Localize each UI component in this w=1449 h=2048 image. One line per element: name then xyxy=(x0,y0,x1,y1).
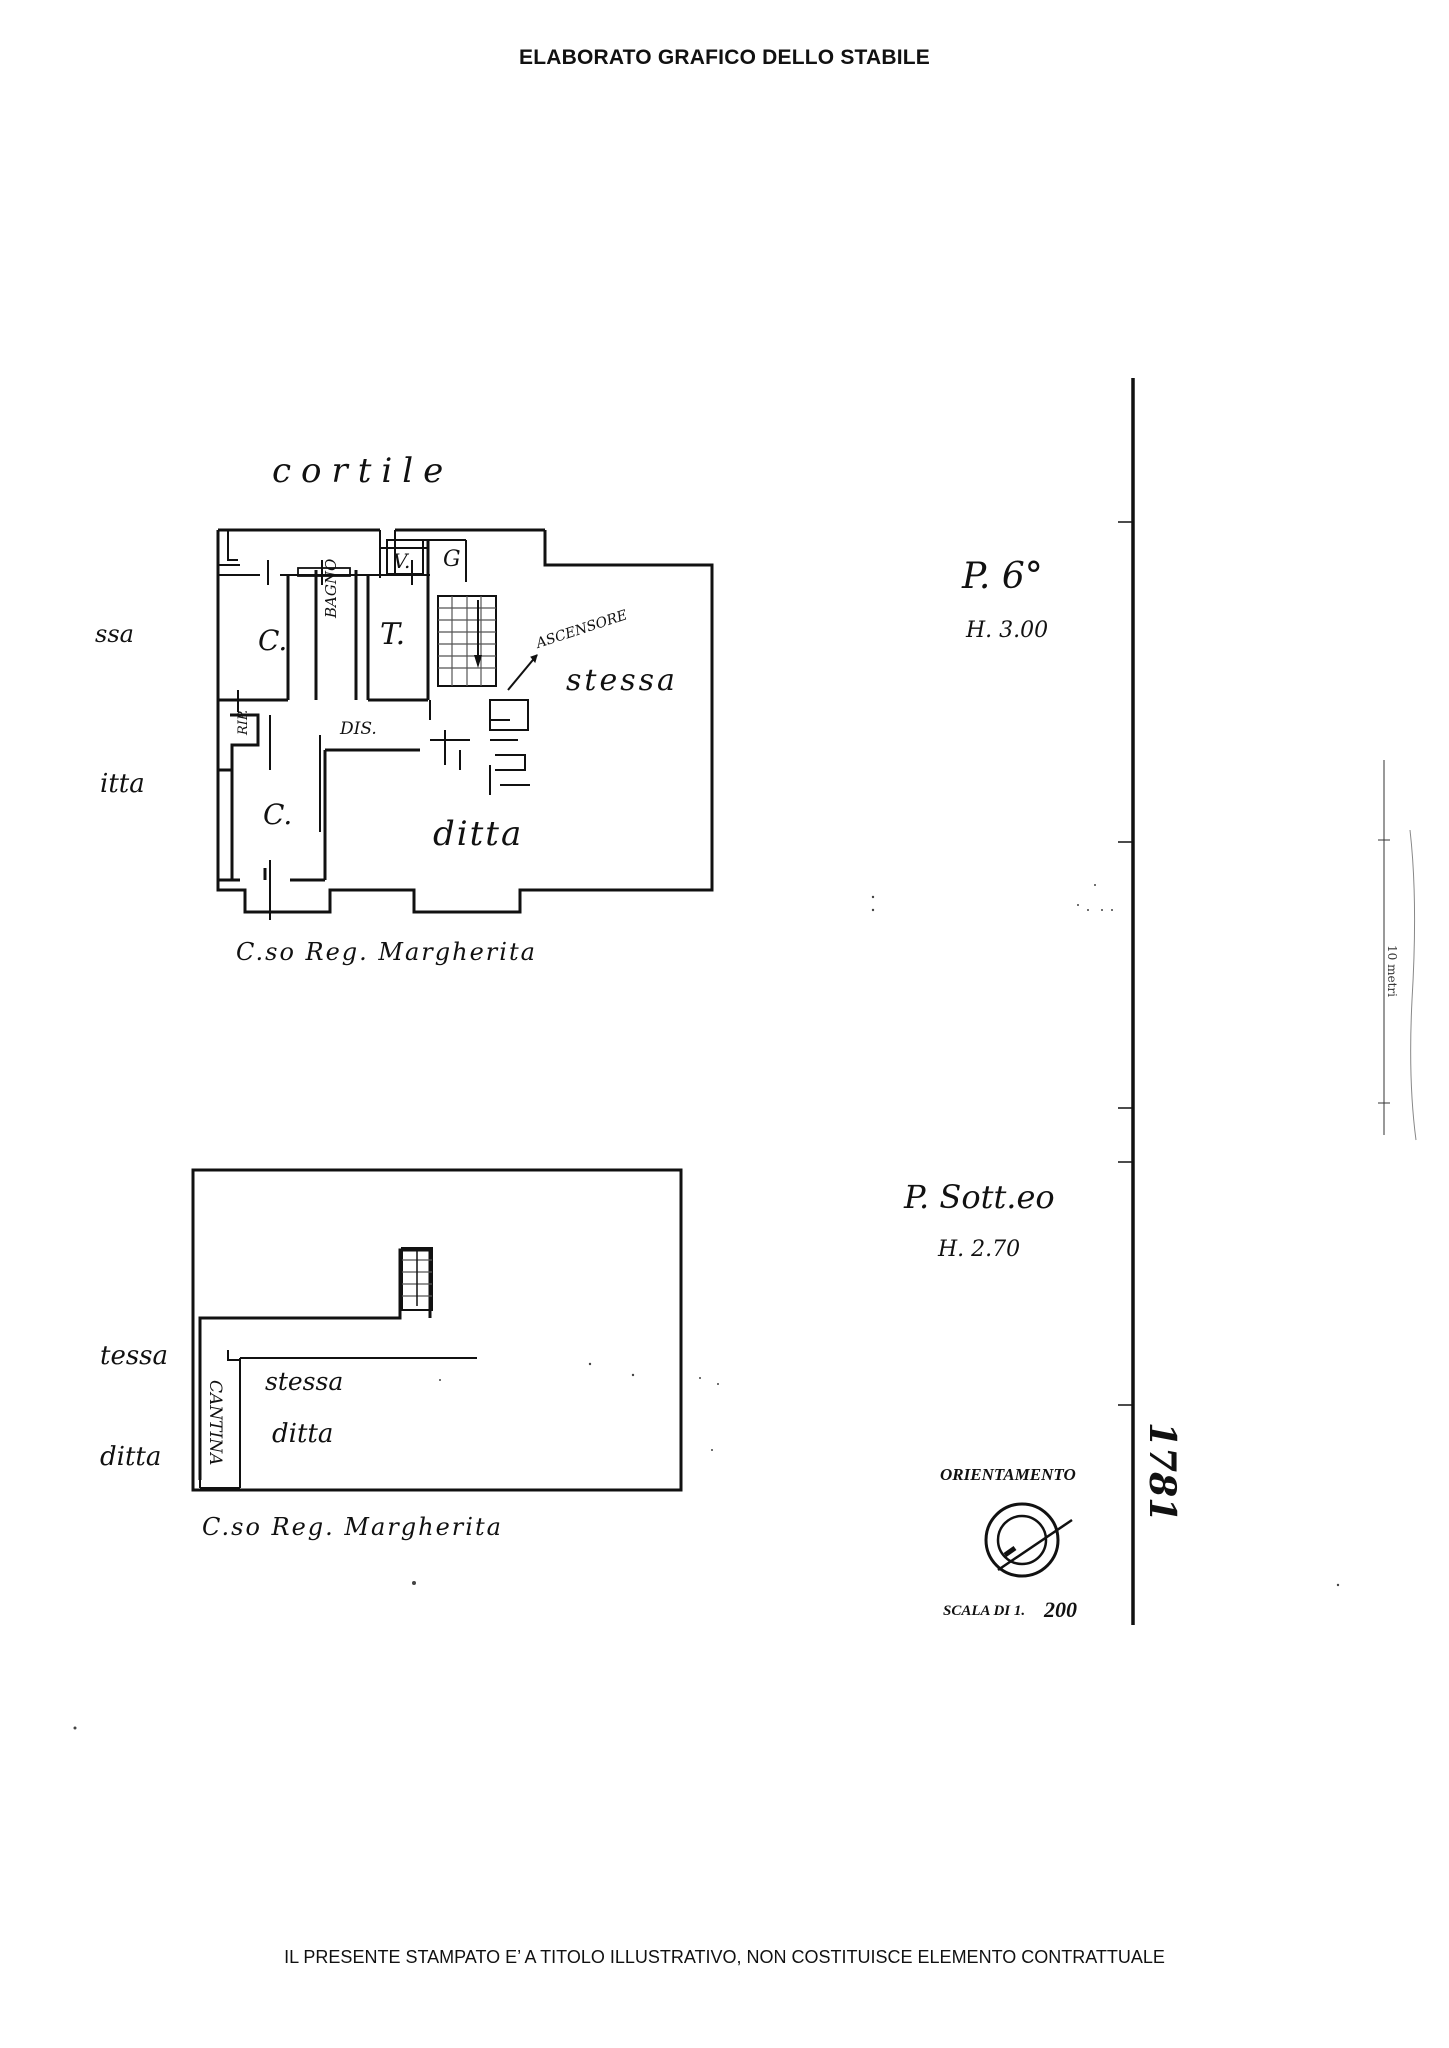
label-ascensore: ASCENSORE xyxy=(532,607,629,652)
label-street-upper: C.so Reg. Margherita xyxy=(236,938,537,966)
sheet-number: 1781 xyxy=(1141,1422,1183,1522)
label-cantina: CANTINA xyxy=(205,1380,225,1465)
scan-marks xyxy=(73,884,1340,1730)
label-scale-value: 200 xyxy=(1043,1597,1077,1622)
label-room-c1: C. xyxy=(258,624,287,657)
label-cortile: cortile xyxy=(272,451,453,491)
label-stessa-lower: stessa xyxy=(265,1367,343,1396)
label-orientamento: ORIENTAMENTO xyxy=(940,1465,1076,1484)
sheet-border-line xyxy=(1118,378,1135,1625)
scale-bar xyxy=(1378,760,1417,1141)
label-left-ditta-lower: ditta xyxy=(100,1442,161,1472)
lower-floor-plan xyxy=(191,1168,683,1492)
label-stessa-upper: stessa xyxy=(566,663,678,698)
label-scale-prefix: SCALA DI 1. xyxy=(943,1603,1025,1619)
label-height-lower: H. 2.70 xyxy=(937,1237,1020,1262)
label-height-upper: H. 3.00 xyxy=(965,618,1048,643)
label-scale-bar: 10 metri xyxy=(1385,945,1399,997)
label-vg-g: G xyxy=(443,547,461,572)
cellar-stair xyxy=(401,1247,433,1311)
staircase xyxy=(429,595,530,795)
label-left-ditta: itta xyxy=(100,769,145,799)
label-room-c2: C. xyxy=(263,798,292,831)
label-left-stessa: ssa xyxy=(95,620,134,648)
label-ditta-upper: ditta xyxy=(433,814,523,854)
label-vg-v: V. xyxy=(393,549,410,573)
label-bagno: BAGNO xyxy=(322,559,340,619)
label-left-stessa-lower: tessa xyxy=(100,1341,168,1371)
label-floor-upper: P. 6° xyxy=(961,556,1043,597)
label-room-t: T. xyxy=(380,617,405,652)
label-street-lower: C.so Reg. Margherita xyxy=(202,1513,503,1541)
document-title: ELABORATO GRAFICO DELLO STABILE xyxy=(518,46,931,69)
compass-icon xyxy=(984,1502,1073,1578)
document-footer-disclaimer: IL PRESENTE STAMPATO E’ A TITOLO ILLUSTR… xyxy=(284,1947,1165,1967)
label-ditta-lower: ditta xyxy=(272,1419,333,1449)
label-rip: RIP. xyxy=(236,710,251,736)
label-floor-lower: P. Sott.eo xyxy=(903,1178,1055,1216)
label-dis: DIS. xyxy=(339,719,377,739)
upper-floor-plan xyxy=(216,528,714,920)
